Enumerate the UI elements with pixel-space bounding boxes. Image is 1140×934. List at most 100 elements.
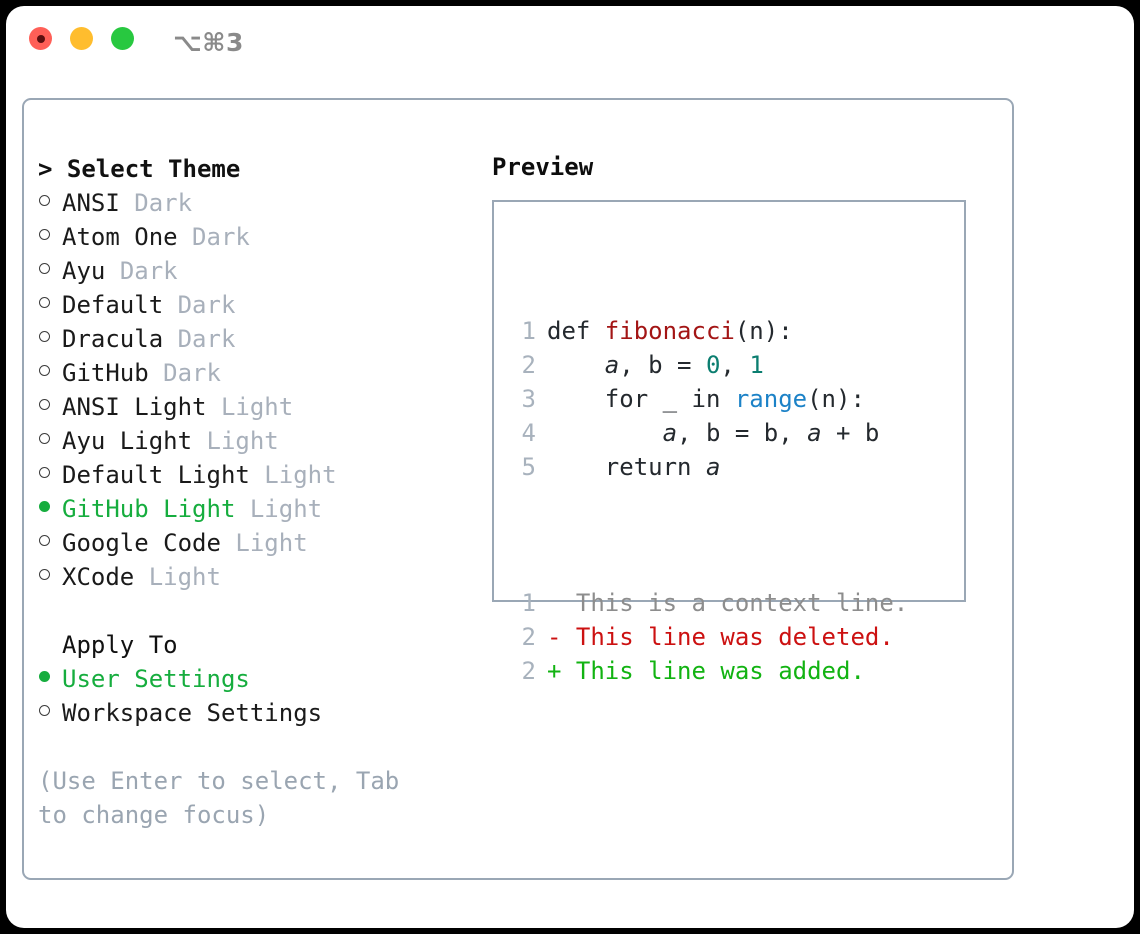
theme-variant-tag: Dark bbox=[119, 257, 178, 285]
theme-option-ansi[interactable]: ANSI Dark bbox=[38, 186, 478, 220]
theme-option-default-light[interactable]: Default Light Light bbox=[38, 458, 478, 492]
line-number: 5 bbox=[521, 453, 536, 481]
radio-dot bbox=[39, 331, 50, 342]
theme-variant-tag: Light bbox=[206, 427, 279, 455]
code-line: 5 return a bbox=[510, 450, 908, 484]
diff-text: This line was deleted. bbox=[561, 623, 894, 651]
theme-option-atom-one[interactable]: Atom One Dark bbox=[38, 220, 478, 254]
diff-text: This is a context line. bbox=[561, 589, 909, 617]
line-number-gap bbox=[536, 450, 547, 484]
theme-option-label: Atom One bbox=[62, 223, 178, 251]
theme-option-github-light[interactable]: GitHub Light Light bbox=[38, 492, 478, 526]
code-token-num: 0 bbox=[705, 351, 721, 379]
line-number-gap bbox=[536, 382, 547, 416]
radio-dot bbox=[39, 501, 50, 512]
code-token-plain: , b = b, bbox=[677, 419, 808, 447]
close-button[interactable] bbox=[29, 27, 52, 50]
code-token-num: 1 bbox=[749, 351, 764, 379]
code-token-plain bbox=[547, 416, 663, 450]
line-number: 3 bbox=[521, 385, 536, 413]
radio-dot bbox=[39, 195, 50, 206]
code-line: 3 for _ in range(n): bbox=[510, 382, 908, 416]
theme-option-label: ANSI Light bbox=[62, 393, 207, 421]
line-number-gap bbox=[536, 620, 547, 654]
code-token-plain: , b = bbox=[619, 351, 706, 379]
theme-option-label: Default Light bbox=[62, 461, 250, 489]
diff-line-add: 2 + This line was added. bbox=[510, 654, 908, 688]
radio-dot bbox=[39, 705, 50, 716]
label-tag-gap bbox=[163, 288, 177, 322]
diff-line-ctx: 1 This is a context line. bbox=[510, 586, 909, 620]
diff-text: This line was added. bbox=[561, 657, 865, 685]
theme-option-ayu[interactable]: Ayu Dark bbox=[38, 254, 478, 288]
radio-dot bbox=[39, 433, 50, 444]
theme-option-label: GitHub Light bbox=[62, 495, 236, 523]
label-tag-gap bbox=[120, 186, 134, 220]
theme-option-default[interactable]: Default Dark bbox=[38, 288, 478, 322]
theme-option-google-code[interactable]: Google Code Light bbox=[38, 526, 478, 560]
radio-dot bbox=[39, 467, 50, 478]
line-number: 1 bbox=[521, 589, 536, 617]
code-token-ital: a bbox=[705, 453, 721, 481]
apply-to-option-label: Workspace Settings bbox=[62, 699, 323, 727]
diff-marker: - bbox=[547, 623, 562, 651]
keyboard-shortcut-label: ⌥⌘3 bbox=[173, 28, 244, 57]
line-number-gap bbox=[536, 348, 547, 382]
apply-to-option-label: User Settings bbox=[62, 665, 250, 693]
radio-dot bbox=[39, 297, 50, 308]
radio-dot bbox=[39, 365, 50, 376]
theme-option-github[interactable]: GitHub Dark bbox=[38, 356, 478, 390]
code-token-plain: return bbox=[547, 453, 706, 481]
theme-variant-tag: Light bbox=[264, 461, 337, 489]
theme-variant-tag: Dark bbox=[163, 359, 221, 387]
list-spacer bbox=[38, 594, 478, 628]
theme-option-label: Google Code bbox=[62, 529, 221, 557]
theme-variant-tag: Dark bbox=[134, 189, 193, 217]
line-number: 2 bbox=[521, 657, 536, 685]
label-tag-gap bbox=[207, 390, 221, 424]
theme-option-ayu-light[interactable]: Ayu Light Light bbox=[38, 424, 478, 458]
radio-dot bbox=[39, 535, 50, 546]
apply-to-option-workspace-settings[interactable]: Workspace Settings bbox=[38, 696, 478, 730]
diff-marker: + bbox=[547, 657, 562, 685]
apply-to-option-user-settings[interactable]: User Settings bbox=[38, 662, 478, 696]
theme-variant-tag: Light bbox=[220, 393, 294, 421]
select-theme-heading: > Select Theme bbox=[38, 155, 241, 183]
code-token-plain: , bbox=[720, 351, 750, 379]
minimize-button[interactable] bbox=[70, 27, 93, 50]
label-tag-gap bbox=[221, 526, 235, 560]
code-line: 2 a, b = 0, 1 bbox=[510, 348, 908, 382]
code-token-ital: a bbox=[807, 419, 822, 447]
label-tag-gap bbox=[149, 356, 163, 390]
theme-option-dracula[interactable]: Dracula Dark bbox=[38, 322, 478, 356]
code-token-plain: + b bbox=[821, 419, 880, 447]
label-tag-gap bbox=[250, 458, 264, 492]
code-token-builtin: range bbox=[734, 385, 808, 413]
diff-snippet: 1 This is a context line. 2- This line wa… bbox=[510, 586, 909, 688]
label-tag-gap bbox=[178, 220, 192, 254]
code-token-plain: (n): bbox=[734, 317, 793, 345]
theme-option-label: Default bbox=[62, 291, 164, 319]
line-number: 1 bbox=[521, 317, 536, 345]
radio-dot bbox=[39, 671, 50, 682]
label-tag-gap bbox=[163, 322, 177, 356]
label-tag-gap bbox=[134, 560, 148, 594]
code-line: 4 a, b = b, a + b bbox=[510, 416, 908, 450]
theme-option-ansi-light[interactable]: ANSI Light Light bbox=[38, 390, 478, 424]
apply-to-label: Apply To bbox=[62, 631, 178, 659]
theme-option-label: Ayu Light bbox=[62, 427, 193, 455]
maximize-button[interactable] bbox=[111, 27, 134, 50]
code-token-plain: def bbox=[547, 317, 605, 345]
theme-option-xcode[interactable]: XCode Light bbox=[38, 560, 478, 594]
label-tag-gap bbox=[235, 492, 249, 526]
code-token-plain: for _ in bbox=[547, 385, 735, 413]
radio-dot bbox=[39, 229, 50, 240]
theme-variant-tag: Light bbox=[235, 529, 308, 557]
theme-option-label: ANSI bbox=[62, 189, 120, 217]
radio-dot bbox=[39, 569, 50, 580]
